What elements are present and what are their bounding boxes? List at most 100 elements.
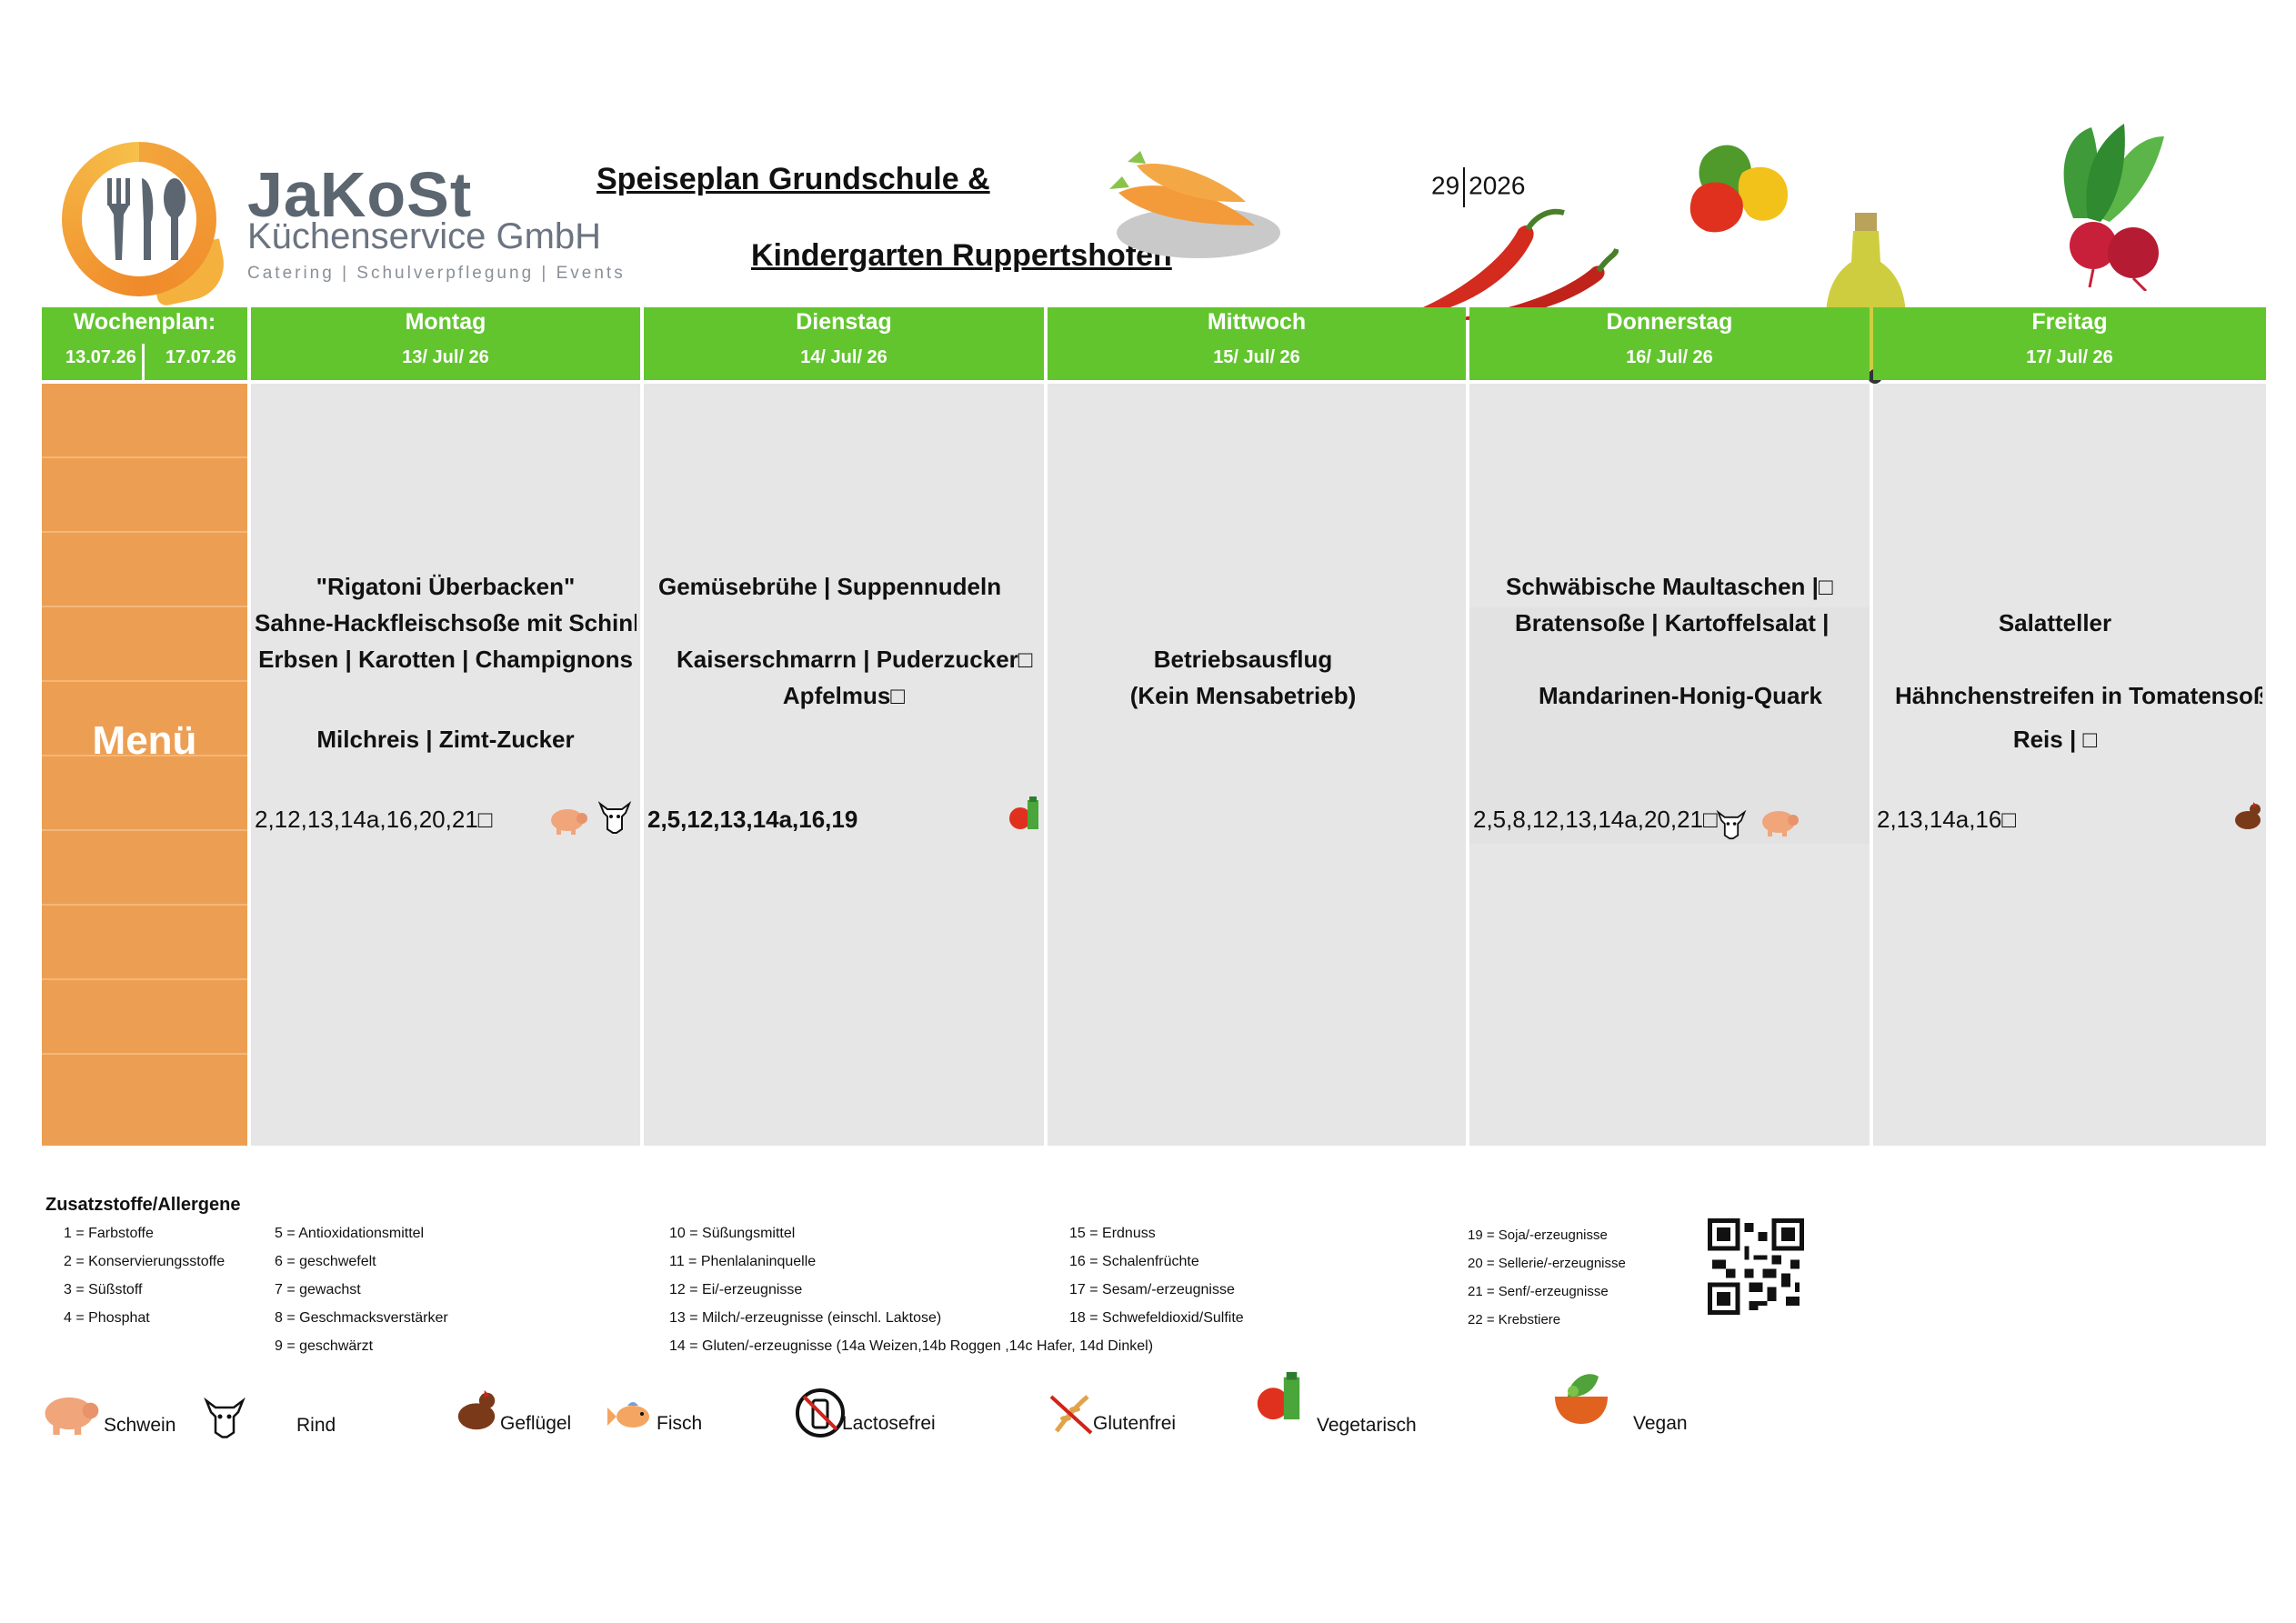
icon-label-vegan: Vegan	[1633, 1413, 1688, 1434]
day-cell-freitag: Salatteller Hähnchenstreifen in Tomatens…	[1873, 384, 2266, 1146]
icon-label-fisch: Fisch	[657, 1413, 703, 1434]
legend-item: 13 = Milch/-erzeugnisse (einschl. Laktos…	[669, 1310, 942, 1326]
dish: Hähnchenstreifen in Tomatensoß	[1895, 682, 2262, 709]
bell-peppers-icon	[1689, 145, 1788, 233]
week-number: 29	[1431, 171, 1460, 200]
gluten-free-icon	[1049, 1395, 1093, 1435]
week-indicator: 29 2026	[1431, 167, 1525, 207]
legend-item: 14 = Gluten/-erzeugnisse (14a Weizen,14b…	[669, 1338, 1154, 1354]
lactose-free-icon	[796, 1388, 845, 1438]
header-day-5: Freitag 17/ Jul/ 26	[1873, 307, 2266, 380]
legend-item: 18 = Schwefeldioxid/Sulfite	[1069, 1310, 1244, 1326]
day-date: 14/ Jul/ 26	[800, 347, 887, 367]
day-name: Mittwoch	[1207, 309, 1307, 335]
dish: Schwäbische Maultaschen |□	[1506, 573, 1833, 600]
qr-code[interactable]	[1704, 1218, 1808, 1315]
weekplan-to: 17.07.26	[165, 347, 236, 367]
cutlery-icon	[107, 178, 185, 260]
fish-icon	[607, 1402, 649, 1428]
day-name: Montag	[405, 309, 486, 335]
dish: Apfelmus□	[782, 682, 906, 709]
vegetarian-icon	[1009, 796, 1038, 829]
icon-label-rind: Rind	[296, 1415, 336, 1436]
legend-item: 22 = Krebstiere	[1468, 1312, 1561, 1327]
day-cell-donnerstag: Schwäbische Maultaschen |□ Bratensoße | …	[1469, 384, 1870, 1146]
allergen-codes: 2,13,14a,16□	[1877, 806, 2017, 833]
dish: Betriebsausflug	[1153, 646, 1333, 673]
carrots-plate-icon	[1109, 151, 1280, 258]
day-date: 16/ Jul/ 26	[1626, 347, 1713, 367]
dish: (Kein Mensabetrieb)	[1129, 682, 1357, 709]
header-day-1: Montag 13/ Jul/ 26	[251, 307, 640, 380]
legend-item: 20 = Sellerie/-erzeugnisse	[1468, 1256, 1626, 1271]
allergen-codes: 2,12,13,14a,16,20,21□	[255, 806, 493, 833]
cow-icon	[204, 1397, 246, 1438]
icon-label-glutenfrei: Glutenfrei	[1093, 1413, 1177, 1434]
dish: Mandarinen-Honig-Quark	[1539, 682, 1823, 709]
dish: Reis | □	[2012, 726, 2098, 753]
day-cell-mittwoch: Betriebsausflug (Kein Mensabetrieb)	[1048, 384, 1466, 1146]
week-year: 2026	[1469, 171, 1526, 200]
chicken-icon	[457, 1389, 496, 1430]
legend-item: 9 = geschwärzt	[275, 1338, 374, 1354]
vegetarian-icon	[1257, 1371, 1300, 1420]
legend-item: 19 = Soja/-erzeugnisse	[1468, 1227, 1608, 1243]
legend-item: 15 = Erdnuss	[1069, 1226, 1156, 1241]
legend-item: 17 = Sesam/-erzeugnisse	[1069, 1282, 1235, 1297]
weekplan-divider	[142, 344, 145, 380]
pig-icon	[1762, 811, 1799, 837]
brand-subtitle: Küchenservice GmbH	[247, 216, 602, 256]
pig-icon	[45, 1397, 99, 1435]
day-cell-highlight	[1469, 607, 1870, 844]
dish: Erbsen | Karotten | Champignons	[258, 646, 633, 673]
icon-label-vegetarisch: Vegetarisch	[1317, 1415, 1417, 1436]
legend-item: 7 = gewachst	[275, 1282, 361, 1297]
icon-label-gefluegel: Geflügel	[500, 1413, 572, 1434]
day-cell-dienstag: Gemüsebrühe | Suppennudeln Kaiserschmarr…	[644, 384, 1044, 1146]
legend-item: 3 = Süßstoff	[64, 1282, 143, 1297]
weekplan-from: 13.07.26	[65, 347, 136, 367]
legend-item: 5 = Antioxidationsmittel	[275, 1226, 425, 1241]
page-title-line1: Speiseplan Grundschule &	[597, 162, 990, 196]
page-title-line2: Kindergarten Ruppertshofen	[751, 238, 1172, 273]
header-weekplan: Wochenplan: 13.07.26 17.07.26	[42, 307, 247, 380]
legend-item: 11 = Phenlalaninquelle	[669, 1254, 817, 1269]
legend-item: 12 = Ei/-erzeugnisse	[669, 1282, 803, 1297]
day-date: 17/ Jul/ 26	[2026, 347, 2113, 367]
vegan-icon	[1555, 1374, 1608, 1424]
dish: Gemüsebrühe | Suppennudeln	[658, 573, 1002, 600]
radishes-icon	[2063, 124, 2164, 291]
menu-row-label-column	[42, 384, 247, 1146]
day-name: Freitag	[2031, 309, 2108, 335]
header-day-3: Mittwoch 15/ Jul/ 26	[1048, 307, 1466, 380]
brand-tagline: Catering | Schulverpflegung | Events	[247, 264, 626, 283]
legend-item: 10 = Süßungsmittel	[669, 1226, 796, 1241]
dish: Milchreis | Zimt-Zucker	[316, 726, 575, 753]
header-day-4: Donnerstag 16/ Jul/ 26	[1469, 307, 1870, 380]
icon-label-schwein: Schwein	[104, 1415, 176, 1436]
legend-item: 21 = Senf/-erzeugnisse	[1468, 1284, 1609, 1299]
legend-item: 2 = Konservierungsstoffe	[64, 1254, 226, 1269]
day-cell-montag: "Rigatoni Überbacken" Sahne-Hackfleischs…	[251, 384, 640, 1146]
allergen-codes: 2,5,12,13,14a,16,19	[647, 806, 858, 833]
legend-heading: Zusatzstoffe/Allergene	[45, 1195, 241, 1215]
weekplan-label: Wochenplan:	[73, 309, 216, 335]
chicken-icon	[2235, 802, 2261, 829]
day-name: Dienstag	[796, 309, 892, 335]
day-name: Donnerstag	[1606, 309, 1733, 335]
dish: Kaiserschmarrn | Puderzucker□	[677, 646, 1033, 673]
pig-icon	[551, 809, 587, 835]
legend-item: 8 = Geschmacksverstärker	[275, 1310, 448, 1326]
day-date: 13/ Jul/ 26	[402, 347, 489, 367]
dish: Salatteller	[1998, 609, 2112, 636]
header-day-2: Dienstag 14/ Jul/ 26	[644, 307, 1044, 380]
brand-name: JaKoSt	[247, 159, 473, 230]
day-date: 15/ Jul/ 26	[1213, 347, 1300, 367]
dish: "Rigatoni Überbacken"	[316, 573, 576, 600]
menu-label: Menü	[92, 718, 197, 763]
cow-icon	[597, 801, 632, 834]
legend-item: 1 = Farbstoffe	[64, 1226, 154, 1241]
dish: Bratensoße | Kartoffelsalat |	[1515, 609, 1830, 636]
cow-icon	[1716, 809, 1747, 840]
icon-label-lactosefrei: Lactosefrei	[842, 1413, 936, 1434]
